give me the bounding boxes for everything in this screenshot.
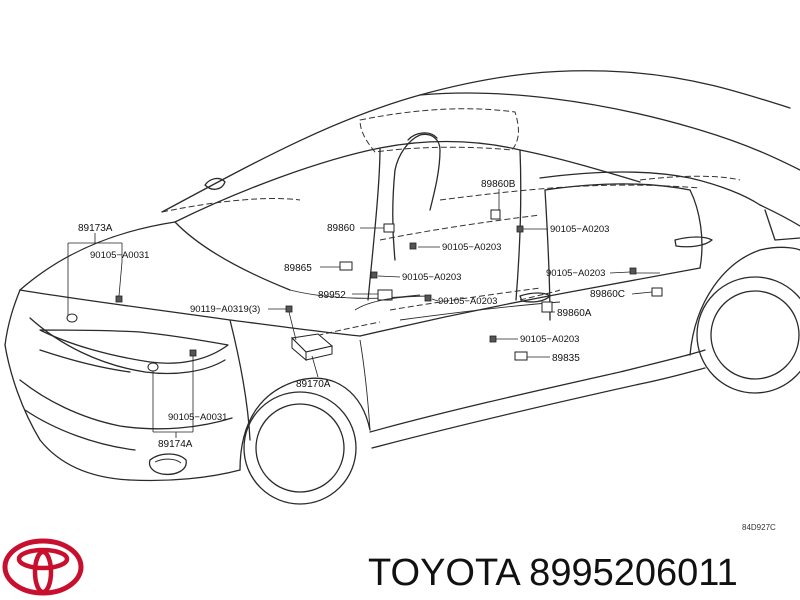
bolt-90105-A0203-d <box>424 294 432 302</box>
car-outline <box>4 70 800 505</box>
label-89952: 89952 <box>318 290 346 301</box>
bolt-90119-A0319 <box>285 305 293 313</box>
sensor-89860C <box>651 287 663 297</box>
label-89860: 89860 <box>327 223 355 234</box>
label-90105-A0203-f: 90105−A0203 <box>520 334 579 345</box>
label-89860A: 89860A <box>557 308 592 319</box>
bolt-90105-A0031-top <box>115 295 123 303</box>
label-89865: 89865 <box>284 263 312 274</box>
label-90105-A0203-b: 90105−A0203 <box>550 224 609 235</box>
label-89174A: 89174A <box>158 439 193 450</box>
label-90105-A0203-a: 90105−A0203 <box>442 242 501 253</box>
bolt-90105-A0203-a <box>409 242 417 250</box>
label-90105-A0031-bottom: 90105−A0031 <box>168 412 227 423</box>
diagram-code: 84D927C <box>742 523 776 532</box>
label-90119-A0319: 90119−A0319(3) <box>190 304 260 315</box>
label-90105-A0203-d: 90105−A0203 <box>438 296 497 307</box>
label-90105-A0031-top: 90105−A0031 <box>90 250 149 261</box>
label-89835: 89835 <box>552 353 580 364</box>
harness-89952 <box>377 289 393 301</box>
bolt-90105-A0203-e <box>629 267 637 275</box>
sensor-89860 <box>383 223 395 233</box>
label-90105-A0203-c: 90105−A0203 <box>402 272 461 283</box>
sensor-89835 <box>514 351 528 361</box>
sensor-89174A <box>147 362 159 372</box>
sensor-89865 <box>339 261 353 271</box>
label-89170A: 89170A <box>296 379 331 390</box>
harness-wire <box>354 295 431 311</box>
label-89860B: 89860B <box>481 179 516 190</box>
part-markers <box>66 209 663 372</box>
leader-lines <box>67 189 660 438</box>
sensor-89860A <box>541 301 553 313</box>
part-labels: 89173A 90105−A0031 89860 89860B 90105−A0… <box>78 179 776 532</box>
label-89173A: 89173A <box>78 223 113 234</box>
bolt-90105-A0031-bottom <box>189 349 197 357</box>
bolt-90105-A0203-c <box>370 271 378 279</box>
label-90105-A0203-e: 90105−A0203 <box>546 268 605 279</box>
bolt-90105-A0203-b <box>516 225 524 233</box>
sensor-89860B <box>490 209 501 220</box>
bolt-90105-A0203-f <box>489 335 497 343</box>
label-89860C: 89860C <box>590 289 625 300</box>
sensor-89173A <box>66 313 78 323</box>
brand-caption: TOYOTA 8995206011 <box>368 552 738 594</box>
toyota-logo-icon <box>2 538 84 596</box>
